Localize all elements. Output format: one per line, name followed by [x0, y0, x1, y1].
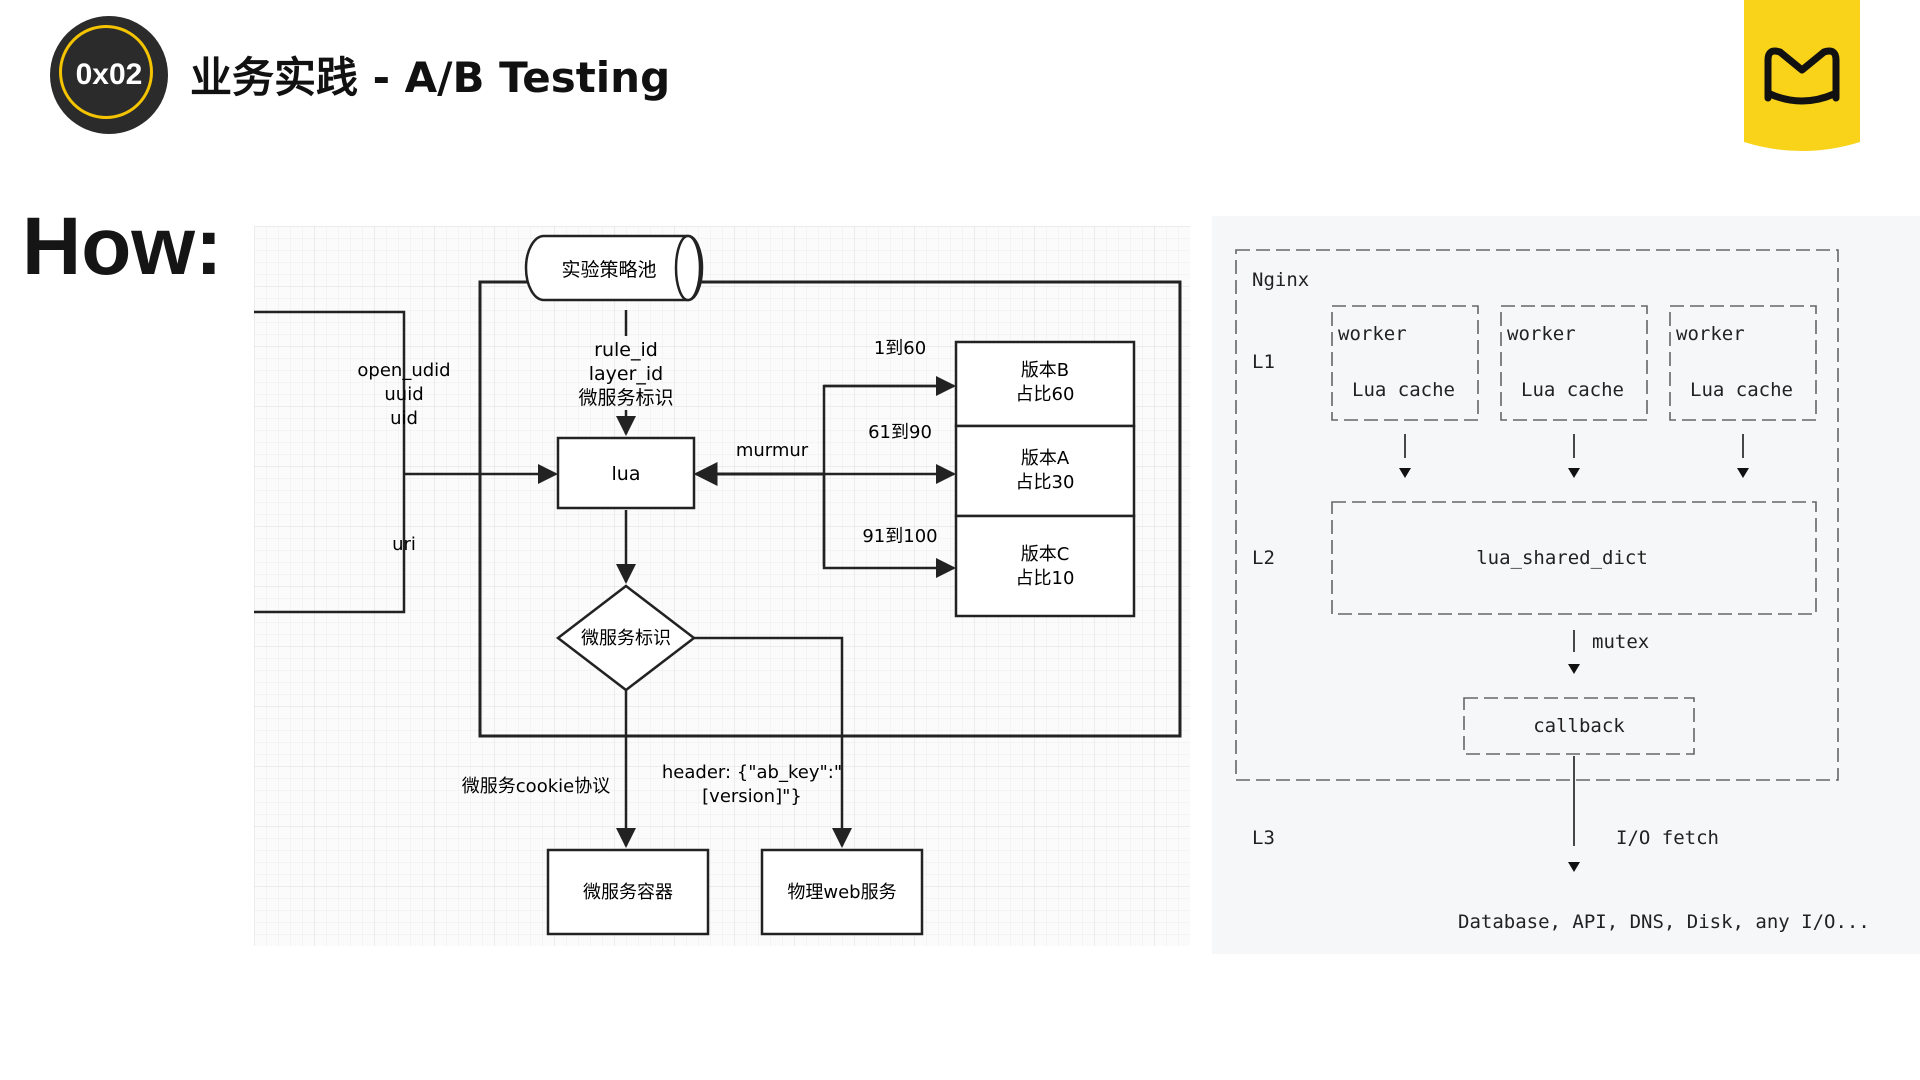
range-91-100: 91到100: [862, 526, 937, 547]
version-b-name: 版本B: [1021, 360, 1069, 381]
nginx-panel-bg: [1212, 216, 1920, 954]
worker-3-cache: Lua cache: [1690, 379, 1793, 401]
range-61-90: 61到90: [868, 422, 932, 443]
callback-box: [1463, 697, 1695, 755]
worker-3-name: worker: [1676, 323, 1745, 345]
io-fetch-label: I/O fetch: [1616, 827, 1719, 849]
range-1-60: 1到60: [874, 338, 926, 359]
level-l2: L2: [1252, 547, 1275, 569]
input-open-udid: open_udid: [357, 360, 450, 381]
header-label-line2: [version]"}: [702, 786, 802, 807]
nginx-boundary: [1235, 249, 1839, 781]
param-layer-id: layer_id: [589, 363, 664, 385]
nginx-cache-diagram: Nginx L1 L2 L3 worker Lua cache worker L…: [1212, 216, 1920, 954]
shared-dict-box: [1331, 501, 1817, 615]
version-a-name: 版本A: [1021, 448, 1070, 469]
physical-web-box: [760, 848, 924, 936]
arrow-worker-3: [1737, 468, 1749, 478]
pool-label: 实验策略池: [561, 259, 656, 281]
worker-box-3: [1669, 305, 1817, 421]
param-service-id: 微服务标识: [578, 387, 673, 409]
worker-2-cache: Lua cache: [1521, 379, 1624, 401]
worker-box-1: [1331, 305, 1479, 421]
microservice-container-label: 微服务容器: [583, 882, 673, 903]
strategy-pool: 实验策略池: [524, 234, 704, 302]
nginx-title: Nginx: [1252, 269, 1309, 291]
how-label: How:: [22, 201, 223, 292]
level-l1: L1: [1252, 351, 1275, 373]
level-l3: L3: [1252, 827, 1275, 849]
input-uri: uri: [392, 534, 416, 555]
murmur-label: murmur: [736, 440, 809, 461]
slide-title: 业务实践 - A/B Testing: [190, 53, 671, 102]
cookie-protocol-label: 微服务cookie协议: [462, 776, 610, 797]
input-bracket: [254, 310, 406, 614]
physical-web-label: 物理web服务: [787, 882, 896, 903]
badge-ring: [59, 25, 153, 119]
lua-box: [556, 436, 696, 510]
decision-label: 微服务标识: [581, 628, 671, 649]
system-boundary: [478, 280, 1182, 738]
version-b-box: [954, 340, 1136, 428]
version-c-name: 版本C: [1021, 544, 1070, 565]
version-c-box: [954, 514, 1136, 618]
callback-label: callback: [1533, 715, 1625, 737]
worker-1-name: worker: [1338, 323, 1407, 345]
badge-label: 0x02: [75, 58, 143, 91]
ab-testing-flowchart: 实验策略池 rule_id layer_id 微服务标识 open_udid u…: [254, 226, 1190, 946]
version-a-box: [954, 424, 1136, 518]
arrow-io: [1568, 862, 1580, 872]
param-rule-id: rule_id: [594, 339, 658, 361]
arrow-mutex: [1568, 664, 1580, 674]
input-uuid: uuid: [384, 384, 423, 405]
arrow-worker-1: [1399, 468, 1411, 478]
arrow-worker-2: [1568, 468, 1580, 478]
backends-label: Database, API, DNS, Disk, any I/O...: [1458, 911, 1870, 933]
lua-label: lua: [612, 463, 641, 485]
worker-box-2: [1500, 305, 1648, 421]
mutex-label: mutex: [1592, 631, 1649, 653]
worker-1-cache: Lua cache: [1352, 379, 1455, 401]
brand-logo-icon: [1744, 0, 1860, 151]
worker-2-name: worker: [1507, 323, 1576, 345]
version-b-share: 占比60: [1016, 384, 1075, 405]
version-c-share: 占比10: [1016, 568, 1075, 589]
version-a-share: 占比30: [1016, 472, 1075, 493]
shared-dict-label: lua_shared_dict: [1476, 547, 1648, 569]
header-label-line1: header: {"ab_key":": [662, 762, 842, 783]
input-uid: uid: [390, 408, 418, 429]
microservice-container-box: [546, 848, 710, 936]
section-badge: 0x02: [50, 16, 168, 134]
